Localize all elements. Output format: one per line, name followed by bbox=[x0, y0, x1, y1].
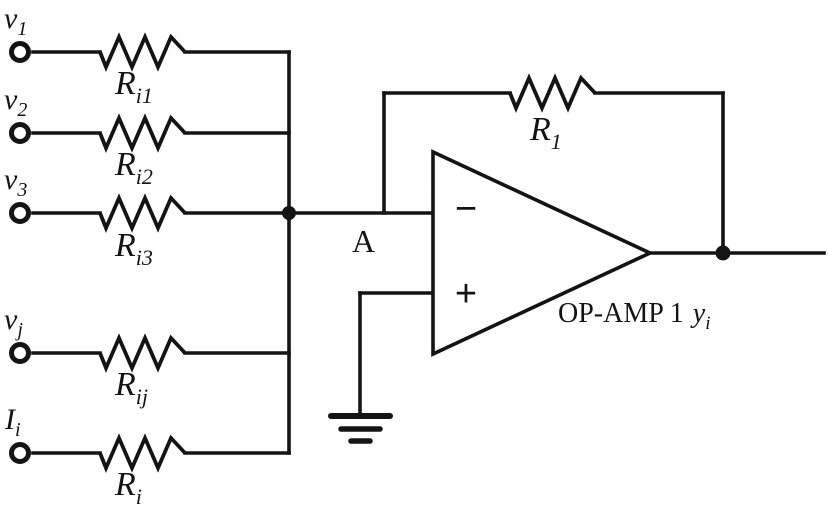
input-branch-v1: v1 Ri1 bbox=[4, 2, 291, 108]
junction-dot-node-a bbox=[282, 206, 296, 220]
resistor-symbol-ri2 bbox=[98, 113, 187, 153]
terminal-circle-v2 bbox=[9, 122, 31, 144]
opamp-triangle bbox=[431, 149, 655, 357]
resistor-label-ri1: Ri1 bbox=[114, 65, 153, 108]
terminal-circle-vj bbox=[9, 342, 31, 364]
resistor-symbol-rij bbox=[98, 333, 187, 373]
resistor-symbol-ri1 bbox=[98, 32, 187, 72]
resistor-label-r1: R1 bbox=[529, 111, 562, 154]
terminal-circle-ii bbox=[9, 442, 31, 464]
node-a-label: A bbox=[352, 223, 375, 259]
input-label-v2: v2 bbox=[4, 83, 27, 121]
input-label-vj: vj bbox=[4, 303, 23, 341]
resistor-label-ri2: Ri2 bbox=[114, 146, 153, 189]
opamp-symbol: − + bbox=[431, 149, 655, 357]
input-branch-vj: vj Rij bbox=[4, 303, 291, 409]
resistor-label-ri3: Ri3 bbox=[114, 227, 153, 270]
input-label-v1: v1 bbox=[4, 2, 27, 40]
resistor-symbol-ri3 bbox=[98, 193, 187, 233]
input-label-ii: Ii bbox=[4, 403, 21, 441]
ground-branch bbox=[328, 291, 435, 444]
input-label-v3: v3 bbox=[4, 163, 27, 201]
noninverting-sign: + bbox=[455, 273, 477, 315]
resistor-symbol-ri bbox=[98, 433, 187, 473]
junction-dot-output bbox=[715, 245, 731, 261]
resistor-label-ri: Ri bbox=[114, 466, 142, 509]
input-branch-v3: v3 Ri3 bbox=[4, 163, 291, 270]
terminal-circle-v1 bbox=[9, 41, 31, 63]
inverting-sign: − bbox=[455, 188, 477, 230]
resistor-symbol-r1 bbox=[508, 73, 597, 113]
resistor-label-rij: Rij bbox=[114, 366, 148, 409]
feedback-loop: R1 bbox=[382, 73, 725, 255]
ground-icon bbox=[328, 413, 393, 444]
input-branch-ii: Ii Ri bbox=[4, 403, 291, 509]
input-branch-v2: v2 Ri2 bbox=[4, 83, 291, 189]
terminal-circle-v3 bbox=[9, 202, 31, 224]
